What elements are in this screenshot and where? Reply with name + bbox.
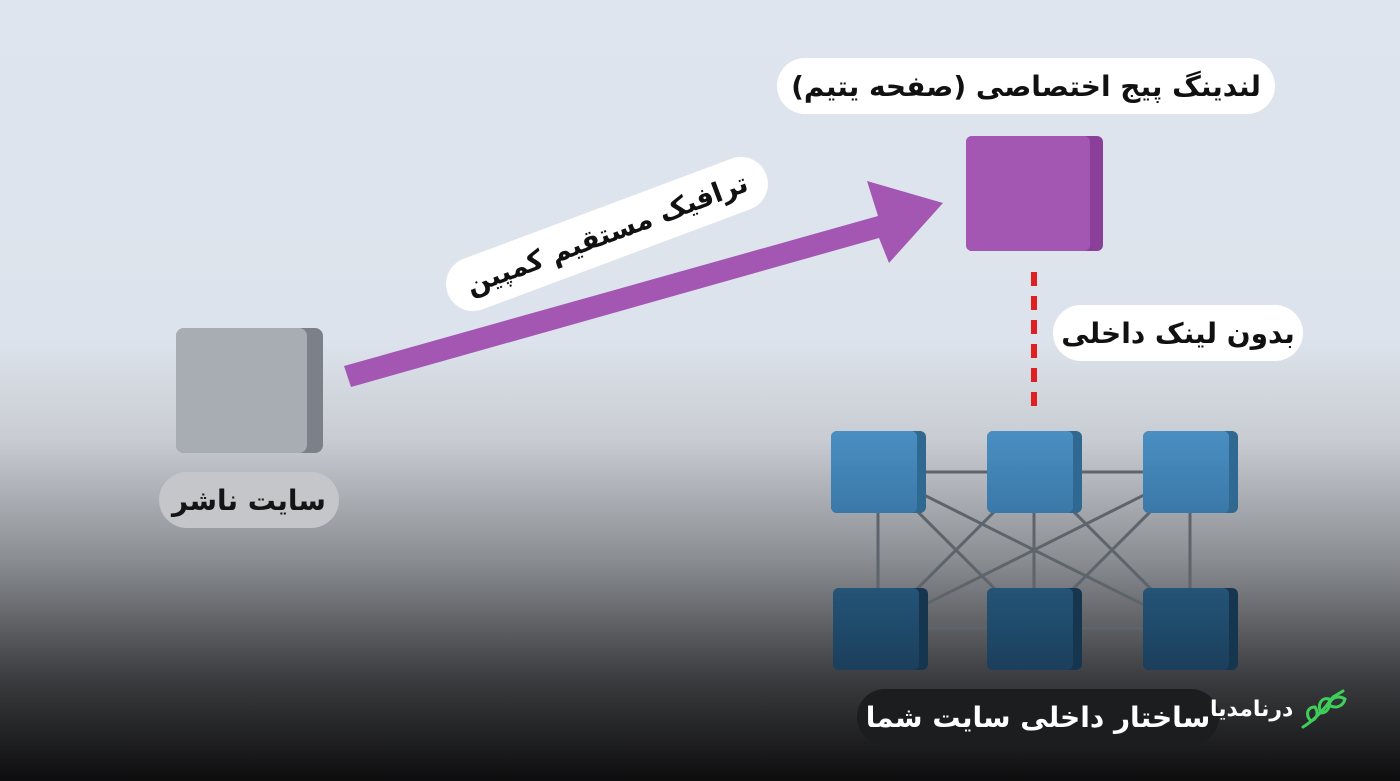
site-box-bottom-left [833,588,928,670]
no-internal-link-label: بدون لینک داخلی [1053,305,1303,361]
leaf-icon [1301,689,1348,729]
site-box-top-left [831,431,926,513]
site-box-bottom-center [987,588,1082,670]
site-box-bottom-right [1143,588,1238,670]
site-structure-label: ساختار داخلی سایت شما [857,689,1219,745]
brand-logo: درنامدیا [1210,685,1360,733]
site-box-top-center [987,431,1082,513]
traffic-arrow [344,181,943,387]
site-box-top-right [1143,431,1238,513]
landing-page-box [966,136,1103,251]
landing-page-label: لندینگ پیج اختصاصی (صفحه یتیم) [777,58,1275,114]
publisher-site-label: سایت ناشر [159,472,339,528]
brand-logo-text: درنامدیا [1210,696,1294,722]
publisher-site-box [176,328,323,453]
